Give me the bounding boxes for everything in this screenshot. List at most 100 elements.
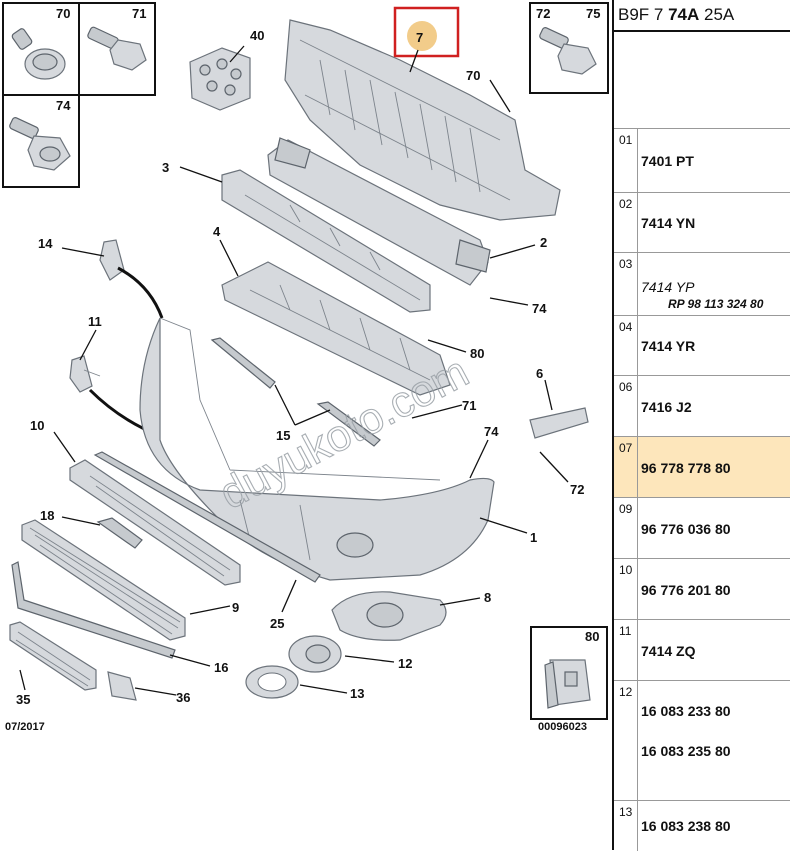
row-value-line: RP 98 113 324 80 (668, 297, 764, 311)
bolt-icon (539, 27, 597, 75)
table-blank-row (614, 32, 790, 129)
callout-80: 80 (470, 346, 484, 361)
row-value-line: 7414 YN (641, 215, 696, 231)
row-value: 7414 ZQ (638, 620, 790, 681)
row-value: 7416 J2 (638, 376, 790, 437)
callout-74b: 74 (484, 424, 499, 439)
parts-diagram: 70 71 74 72 75 80 (2, 2, 609, 733)
row-value-line: 96 776 201 80 (641, 582, 731, 598)
callout-36: 36 (176, 690, 190, 705)
row-value: 7414 YP RP 98 113 324 80 (638, 253, 790, 316)
part-4-lower-guard (221, 261, 451, 396)
row-number: 11 (614, 620, 638, 681)
inset-clip-80: 80 (530, 626, 608, 720)
diagram-date: 07/2017 (5, 721, 45, 733)
diagram-canvas: 70 71 74 72 75 80 (2, 2, 609, 733)
row-number: 01 (614, 129, 638, 193)
part-7-support (284, 19, 561, 221)
inset-label-80: 80 (585, 629, 599, 644)
part-40-clip-bag (189, 47, 251, 111)
row-number: 09 (614, 498, 638, 559)
bolt-icon (87, 26, 147, 71)
row-value: 7414 YR (638, 316, 790, 376)
callout-4: 4 (213, 224, 221, 239)
callout-1: 1 (530, 530, 537, 545)
row-number: 03 (614, 253, 638, 316)
inset-screw-71: 71 (78, 2, 156, 96)
row-number: 13 (614, 801, 638, 851)
callout-14: 14 (38, 236, 53, 251)
row-value-line: 16 083 238 80 (641, 818, 731, 834)
row-value: 96 776 201 80 (638, 559, 790, 620)
highlight-frame (393, 6, 460, 58)
callout-3: 3 (162, 160, 169, 175)
screw-icon (11, 28, 66, 80)
part-13-ring (245, 665, 299, 699)
callout-8: 8 (484, 590, 491, 605)
callout-74a: 74 (532, 301, 547, 316)
callout-72: 72 (570, 482, 584, 497)
row-number: 12 (614, 681, 638, 801)
callout-35: 35 (16, 692, 30, 707)
row-number: 07 (614, 437, 638, 498)
part-3-absorber (221, 169, 431, 313)
clip-nut-icon (544, 659, 591, 709)
callout-16: 16 (214, 660, 228, 675)
inset-label-72: 72 (536, 6, 550, 21)
callout-40: 40 (250, 28, 264, 43)
leader-lines (19, 45, 569, 696)
row-number: 02 (614, 193, 638, 253)
row-value: 16 083 238 80 (638, 801, 790, 851)
callout-labels: 7 40 70 3 2 74 14 4 80 11 6 71 15 10 74 … (16, 28, 584, 707)
callout-11: 11 (88, 314, 102, 329)
part-12-fog-lamp (288, 635, 342, 673)
row-value-line: 96 776 036 80 (641, 521, 731, 537)
header-code-prefix: B9F 7 (618, 5, 669, 24)
inset-label-74: 74 (56, 98, 71, 113)
inset-label-75: 75 (586, 6, 600, 21)
part-18-clip (96, 517, 143, 549)
row-value-line: 16 083 235 80 (641, 743, 731, 759)
part-15-strips (210, 337, 381, 447)
row-number: 06 (614, 376, 638, 437)
callout-25: 25 (270, 616, 284, 631)
callout-10: 10 (30, 418, 44, 433)
callout-9: 9 (232, 600, 239, 615)
table-header: B9F 7 74A 25A (614, 0, 790, 32)
callout-12: 12 (398, 656, 412, 671)
row-number: 04 (614, 316, 638, 376)
header-code-bold: 74A (668, 5, 700, 24)
row-number: 10 (614, 559, 638, 620)
row-value-line: 7401 PT (641, 153, 694, 169)
row-value: 7414 YN (638, 193, 790, 253)
row-value-line: 7414 YR (641, 338, 696, 354)
callout-15: 15 (276, 428, 290, 443)
callout-13: 13 (350, 686, 364, 701)
part-14-bracket (99, 239, 125, 281)
row-value-line: 7416 J2 (641, 399, 692, 415)
part-2-beam (267, 137, 491, 286)
inset-screw-72-75: 72 75 (529, 2, 609, 94)
callout-70: 70 (466, 68, 480, 83)
diagram-ref-number: 00096023 (538, 721, 587, 733)
callout-71: 71 (462, 398, 476, 413)
callout-7: 7 (416, 30, 423, 45)
inset-label-70: 70 (56, 6, 70, 21)
part-25-trim (93, 451, 321, 583)
row-value-line: 96 778 778 80 (641, 460, 731, 476)
row-value-line: 7414 YP (641, 279, 695, 295)
part-6-bracket (529, 407, 589, 439)
